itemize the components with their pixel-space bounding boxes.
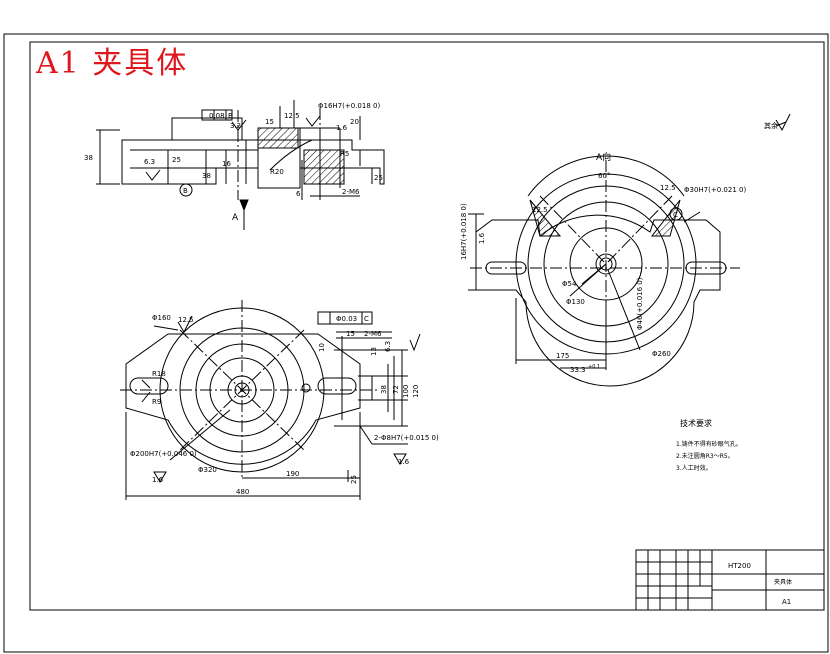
view-arrow-a: A	[232, 213, 239, 223]
view-a-d33: 33.3	[570, 366, 586, 374]
plan-position-ref: C	[364, 315, 369, 323]
view-a-rough-2: 12.5	[660, 184, 676, 192]
plan-bore-rough: 1.6	[152, 476, 164, 484]
plan-d25: 25	[350, 475, 358, 484]
title-block	[635, 549, 825, 611]
front-view	[96, 100, 385, 230]
plan-d120: 120	[412, 385, 420, 398]
front-bore: Φ16H7(+0.018 0)	[318, 102, 380, 110]
tech-req-item-1: 1.铸件不得有砂眼气孔。	[676, 440, 742, 448]
tech-req-item-3: 3.人工时效。	[676, 464, 712, 472]
outer-border	[3, 33, 829, 653]
front-bore-rough: 1.6	[336, 124, 348, 132]
view-a-bore: Φ30H7(+0.021 0)	[684, 186, 746, 194]
plan-d15: 15	[346, 330, 355, 338]
front-thread: 2-M6	[342, 188, 360, 196]
plan-r9: R9	[152, 398, 161, 406]
corner-rough-label: 其余	[764, 121, 778, 130]
plan-d100: 100	[402, 385, 410, 398]
tech-req-heading: 技术要求	[680, 418, 712, 428]
inner-border	[29, 41, 825, 611]
title-drawing-no: A1	[782, 598, 791, 606]
plan-d13: 13	[370, 347, 378, 356]
view-a-slot-rough: 1.6	[478, 232, 486, 244]
plan-d38: 38	[380, 385, 388, 394]
plan-thread: 2-M6	[364, 330, 382, 338]
view-a-d260: Φ260	[652, 350, 671, 358]
plan-holes: 2-Φ8H7(+0.015 0)	[374, 434, 439, 442]
view-a-label: A向	[596, 151, 611, 163]
plan-bore: Φ200H7(+0.046 0)	[130, 450, 197, 458]
plan-d190: 190	[286, 470, 299, 478]
flatness-value: 0.08	[209, 112, 225, 120]
view-a-slot: 16H7(+0.018 0)	[460, 203, 468, 260]
view-a-d130: Φ130	[566, 298, 585, 306]
plan-d10: 10	[318, 343, 326, 352]
front-dim-38: 38	[84, 154, 93, 162]
plan-holes-rough: 1.6	[398, 458, 410, 466]
view-a	[468, 113, 791, 387]
plan-rough-1: 12.5	[178, 316, 194, 324]
front-dim-12-5: 12.5	[284, 112, 300, 120]
plan-d480: 480	[236, 488, 249, 496]
flatness-datum: B	[228, 112, 233, 120]
plan-d160: Φ160	[152, 314, 171, 322]
plan-position-value: Φ0.03	[336, 315, 357, 323]
front-dim-25: 25	[172, 156, 181, 164]
title-material: HT200	[728, 562, 751, 570]
front-r20: R20	[270, 168, 284, 176]
view-a-angle: 60°	[598, 172, 610, 180]
view-a-d54: Φ54	[562, 280, 577, 288]
front-dim-38b: 38	[202, 172, 211, 180]
view-a-bore2: Φ46(+0.016 0)	[636, 277, 644, 330]
front-dim-16: 16	[222, 160, 231, 168]
drawing-title: A1 夹具体	[36, 46, 189, 81]
view-a-d175: 175	[556, 352, 569, 360]
front-dim-15: 15	[265, 118, 274, 126]
plan-d72: 72	[392, 385, 400, 394]
plan-rough-2: 6.3	[384, 341, 392, 352]
view-a-rough-1: 12.5	[532, 206, 548, 214]
title-part-name: 夹具体	[774, 578, 792, 586]
front-dim-6: 6	[296, 190, 301, 198]
front-r5: R5	[340, 150, 349, 158]
plan-view	[120, 300, 421, 500]
plan-r18: R18	[152, 370, 166, 378]
view-a-datum-c: C	[673, 211, 678, 219]
front-dim-6-3: 6.3	[144, 158, 155, 166]
front-rough-top: 3.2	[230, 122, 241, 130]
front-dim-20: 20	[350, 118, 359, 126]
view-a-d33-tol: +0.1	[588, 364, 600, 370]
front-dim-25b: 25	[374, 174, 383, 182]
plan-d320: Φ320	[198, 466, 217, 474]
front-datum-b: B	[183, 187, 188, 195]
tech-req-item-2: 2.未注圆角R3～R5。	[676, 452, 734, 460]
